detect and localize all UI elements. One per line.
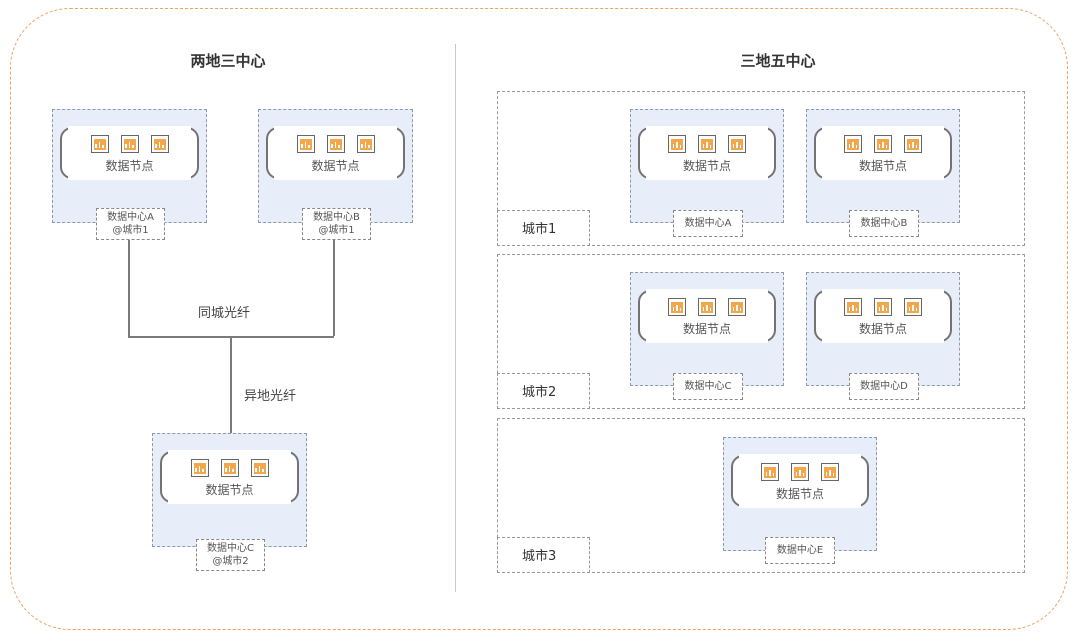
data-node-group: 数据节点: [731, 454, 869, 508]
datacenter-name: 数据中心B: [313, 212, 360, 223]
data-node-group: 数据节点: [814, 126, 952, 180]
city-3-label: 城市3: [497, 537, 590, 573]
datacenter-c: 数据节点: [152, 433, 307, 547]
datacenter-c-tag: 数据中心C @城市2: [196, 539, 265, 571]
datacenter-city: @城市1: [112, 225, 149, 236]
data-node-group: 数据节点: [814, 289, 952, 343]
server-chart-icon: [791, 463, 809, 481]
data-node-label: 数据节点: [205, 483, 254, 497]
cross-city-fiber-label: 异地光纤: [244, 389, 297, 404]
datacenter-a-tag: 数据中心A @城市1: [96, 208, 165, 240]
server-chart-icon: [728, 135, 746, 153]
data-node-group: 数据节点: [60, 126, 199, 180]
datacenter-d-tag: 数据中心D: [849, 373, 919, 400]
server-chart-icon: [844, 298, 862, 316]
datacenter-name: 数据中心A: [107, 212, 154, 223]
outer-frame: [10, 8, 1068, 630]
datacenter-city: @城市2: [212, 556, 249, 567]
server-chart-icon: [120, 135, 139, 153]
server-chart-icon: [326, 135, 345, 153]
datacenter-b-tag: 数据中心B: [849, 210, 919, 237]
server-chart-icon: [728, 298, 746, 316]
datacenter-b: 数据节点: [258, 109, 413, 223]
right-section-title: 三地五中心: [740, 52, 816, 70]
section-divider: [455, 44, 456, 592]
datacenter-c: 数据节点: [630, 272, 784, 386]
data-node-label: 数据节点: [105, 159, 154, 173]
server-chart-icon: [668, 135, 686, 153]
datacenter-city: @城市1: [318, 225, 355, 236]
data-node-label: 数据节点: [682, 159, 731, 173]
datacenter-e-tag: 数据中心E: [765, 537, 835, 564]
datacenter-a: 数据节点: [52, 109, 207, 223]
data-node-group: 数据节点: [638, 289, 776, 343]
server-chart-icon: [220, 459, 239, 477]
data-node-label: 数据节点: [858, 322, 907, 336]
datacenter-a-tag: 数据中心A: [673, 210, 743, 237]
link-dc-a: [128, 240, 130, 336]
link-dc-b: [333, 240, 335, 336]
server-chart-icon: [874, 135, 892, 153]
data-node-group: 数据节点: [638, 126, 776, 180]
city-1-label: 城市1: [497, 210, 590, 246]
datacenter-name: 数据中心C: [207, 543, 254, 554]
server-chart-icon: [90, 135, 109, 153]
server-chart-icon: [698, 135, 716, 153]
datacenter-a: 数据节点: [630, 109, 784, 223]
server-chart-icon: [821, 463, 839, 481]
city-2-label: 城市2: [497, 373, 590, 409]
datacenter-b-tag: 数据中心B @城市1: [302, 208, 371, 240]
server-chart-icon: [190, 459, 209, 477]
cross-city-fiber-line: [230, 336, 232, 434]
left-section-title: 两地三中心: [190, 52, 266, 70]
data-node-label: 数据节点: [682, 322, 731, 336]
data-node-label: 数据节点: [311, 159, 360, 173]
data-node-label: 数据节点: [775, 487, 824, 501]
server-chart-icon: [668, 298, 686, 316]
server-chart-icon: [874, 298, 892, 316]
server-chart-icon: [250, 459, 269, 477]
same-city-fiber-label: 同城光纤: [198, 306, 251, 321]
server-chart-icon: [904, 298, 922, 316]
server-chart-icon: [761, 463, 779, 481]
data-node-group: 数据节点: [160, 450, 299, 504]
datacenter-c-tag: 数据中心C: [673, 373, 743, 400]
data-node-label: 数据节点: [858, 159, 907, 173]
server-chart-icon: [150, 135, 169, 153]
data-node-group: 数据节点: [266, 126, 405, 180]
server-chart-icon: [356, 135, 375, 153]
server-chart-icon: [698, 298, 716, 316]
server-chart-icon: [844, 135, 862, 153]
datacenter-e: 数据节点: [723, 437, 877, 551]
datacenter-d: 数据节点: [806, 272, 960, 386]
server-chart-icon: [296, 135, 315, 153]
server-chart-icon: [904, 135, 922, 153]
datacenter-b: 数据节点: [806, 109, 960, 223]
